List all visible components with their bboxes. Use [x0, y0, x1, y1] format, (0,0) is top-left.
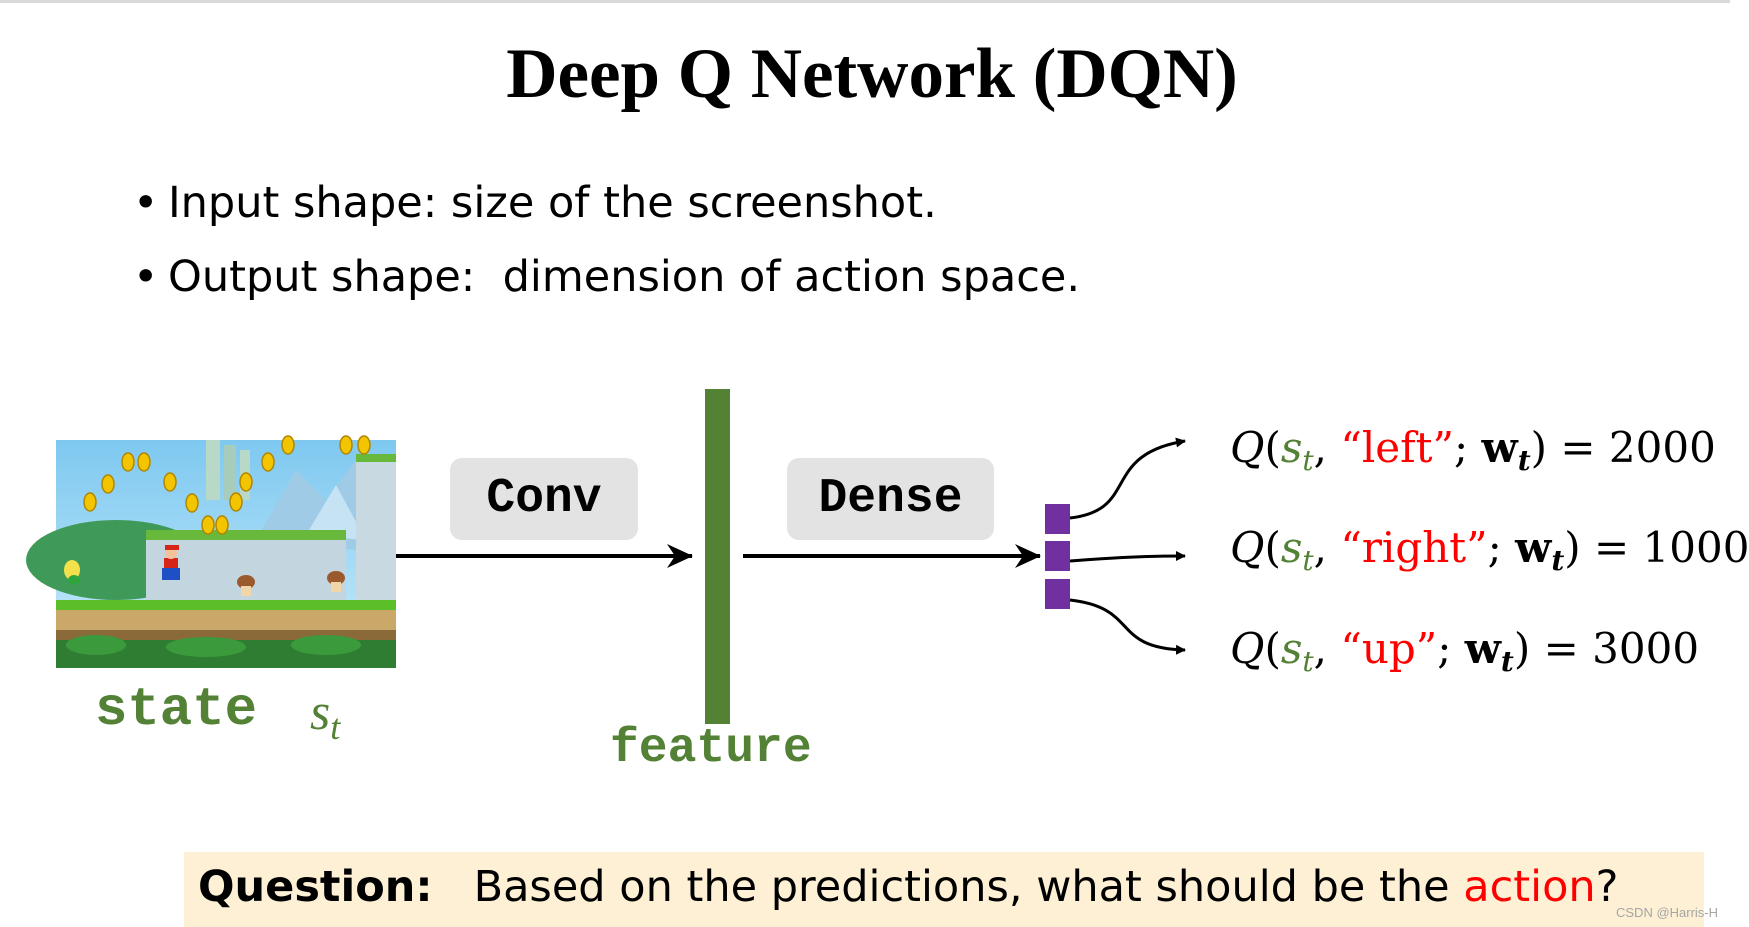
semicolon: ; [1437, 624, 1465, 673]
dense-layer: Dense [787, 458, 994, 540]
time-subscript: t [1551, 544, 1565, 577]
arrow-left-output [1069, 437, 1186, 520]
q-value: 1000 [1642, 523, 1749, 572]
output-cell-left [1045, 504, 1070, 534]
weight-symbol: w [1481, 423, 1518, 472]
conv-layer: Conv [450, 458, 638, 540]
bullet-input-shape: Input shape: size of the screenshot. [133, 166, 1080, 240]
equals: = [1530, 624, 1593, 673]
close-paren: ) [1530, 423, 1548, 472]
output-cell-right [1045, 541, 1070, 571]
q-value-right: Q(st, “right”; wt) = 1000 [1230, 523, 1749, 577]
question-end: ? [1595, 862, 1619, 912]
game-screenshot [26, 435, 396, 668]
action-name: “right” [1340, 523, 1488, 572]
feature-label: feature [610, 722, 812, 776]
equals: = [1547, 423, 1609, 472]
q-value: 3000 [1592, 624, 1700, 673]
weight-symbol: w [1515, 523, 1552, 572]
open-paren: ( [1264, 423, 1281, 472]
weight-symbol: w [1464, 624, 1501, 673]
comma: , [1313, 523, 1341, 572]
q-value-up: Q(st, “up”; wt) = 3000 [1230, 624, 1699, 678]
time-subscript: t [1517, 444, 1531, 477]
state-variable: st [310, 683, 340, 748]
state-symbol: s [1280, 523, 1303, 572]
bullet-list: Input shape: size of the screenshot. Out… [133, 166, 1080, 314]
state-label: state [95, 680, 258, 741]
output-cell-up [1045, 579, 1070, 609]
equals: = [1580, 523, 1643, 572]
action-name: “left” [1340, 423, 1455, 472]
time-subscript: t [1302, 645, 1314, 678]
q-symbol: Q [1230, 423, 1265, 472]
close-paren: ) [1513, 624, 1531, 673]
time-subscript: t [1500, 645, 1514, 678]
action-name: “up” [1340, 624, 1438, 673]
watermark: CSDN @Harris-H [1616, 905, 1719, 920]
state-symbol: s [1280, 624, 1303, 673]
feature-vector-bar [705, 389, 730, 724]
q-value: 2000 [1608, 423, 1716, 472]
question-label: Question: [198, 862, 433, 912]
top-divider [0, 0, 1730, 3]
q-symbol: Q [1230, 523, 1265, 572]
arrow-right-output [1069, 551, 1186, 563]
comma: , [1313, 624, 1341, 673]
bullet-output-shape: Output shape: dimension of action space. [133, 240, 1080, 314]
q-value-left: Q(st, “left”; wt) = 2000 [1230, 423, 1716, 477]
state-subscript: t [330, 707, 341, 747]
slide-title: Deep Q Network (DQN) [506, 35, 1238, 113]
semicolon: ; [1487, 523, 1516, 572]
state-symbol: s [310, 684, 331, 741]
state-symbol: s [1280, 423, 1303, 472]
comma: , [1313, 423, 1341, 472]
close-paren: ) [1564, 523, 1581, 572]
open-paren: ( [1264, 523, 1281, 572]
question-body: Based on the predictions, what should be… [432, 862, 1464, 912]
time-subscript: t [1302, 444, 1314, 477]
question-box [184, 852, 1704, 927]
q-symbol: Q [1230, 624, 1265, 673]
question-highlight: action [1463, 862, 1596, 912]
semicolon: ; [1454, 423, 1482, 472]
arrow-up-output [1069, 598, 1186, 655]
question-text: Question: Based on the predictions, what… [198, 862, 1618, 912]
time-subscript: t [1302, 544, 1314, 577]
open-paren: ( [1264, 624, 1281, 673]
